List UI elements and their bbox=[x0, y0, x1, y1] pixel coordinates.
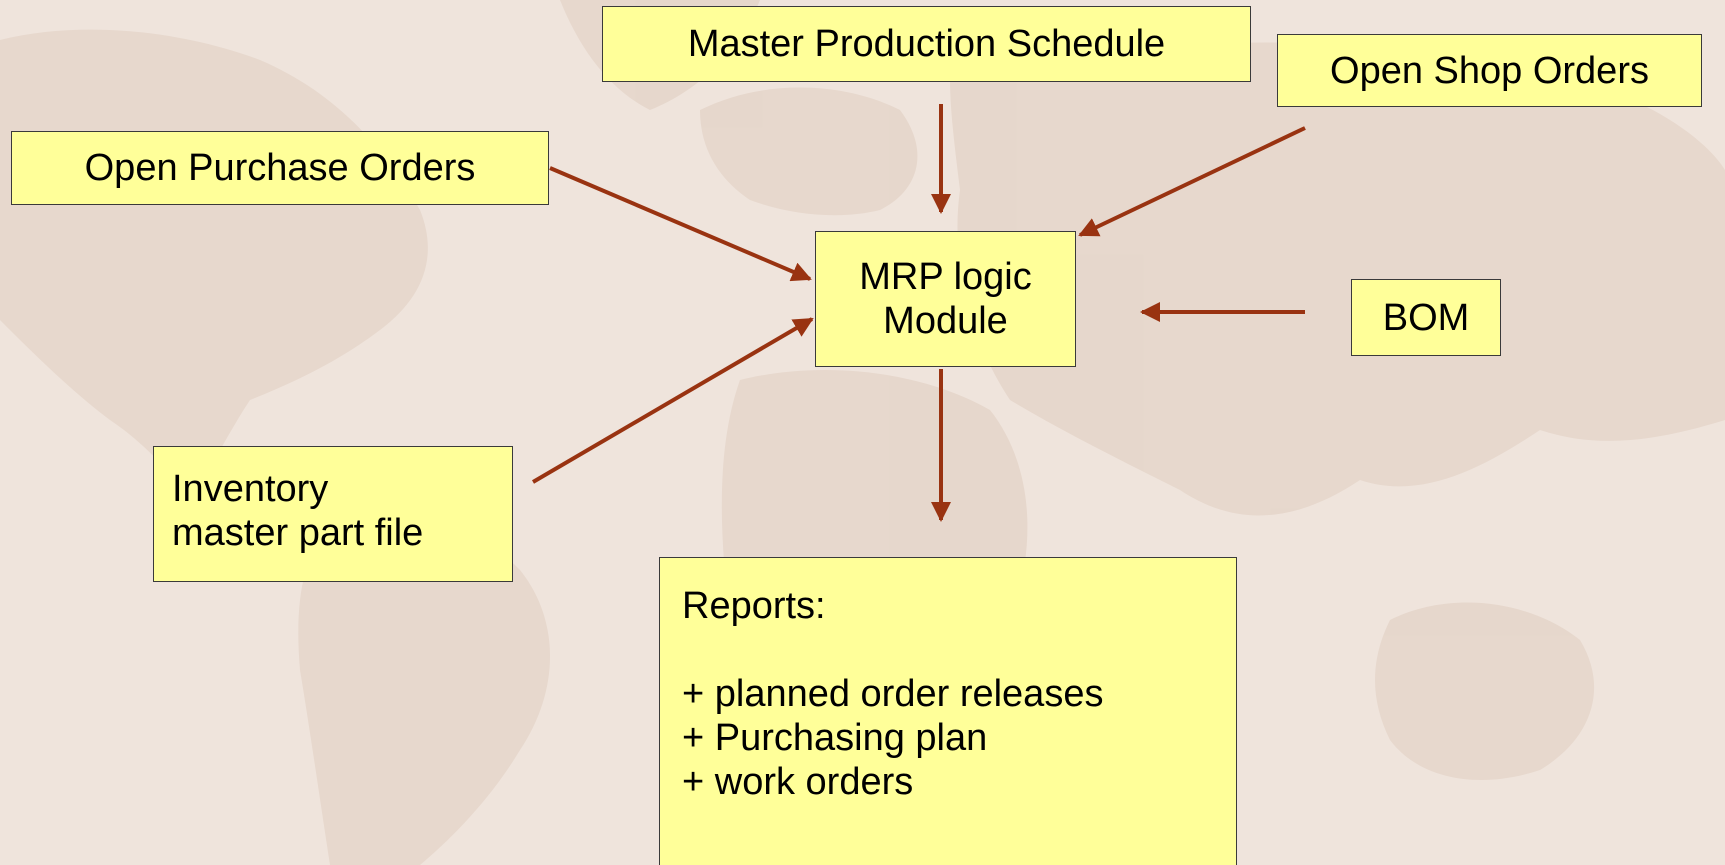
bom-label: BOM bbox=[1382, 296, 1470, 339]
open-purchase-orders-box: Open Purchase Orders bbox=[11, 131, 549, 205]
open-shop-orders-box: Open Shop Orders bbox=[1277, 34, 1702, 107]
reports-item-work-orders: + work orders bbox=[682, 761, 914, 803]
open-shop-orders-label: Open Shop Orders bbox=[1330, 49, 1649, 92]
reports-box: Reports: + planned order releases + Purc… bbox=[659, 557, 1237, 865]
map-australia bbox=[1375, 602, 1595, 780]
mrp-logic-module-box: MRP logic Module bbox=[815, 231, 1076, 367]
reports-heading: Reports: bbox=[682, 585, 826, 627]
reports-item-purchasing-plan: + Purchasing plan bbox=[682, 717, 988, 759]
inventory-label-line2: master part file bbox=[172, 512, 424, 554]
reports-item-planned-order-releases: + planned order releases bbox=[682, 673, 1104, 715]
master-production-schedule-box: Master Production Schedule bbox=[602, 6, 1251, 82]
open-purchase-orders-label: Open Purchase Orders bbox=[84, 147, 476, 189]
reports-spacer bbox=[682, 628, 1236, 672]
master-production-schedule-label: Master Production Schedule bbox=[687, 23, 1166, 65]
inventory-master-part-file-box: Inventory master part file bbox=[153, 446, 513, 582]
map-europe bbox=[700, 87, 918, 216]
map-asia bbox=[950, 42, 1725, 516]
arrow-open-shop-orders-to-mrp bbox=[1078, 126, 1306, 237]
map-south-america bbox=[298, 512, 550, 865]
inventory-label-line1: Inventory bbox=[172, 468, 329, 510]
bom-box: BOM bbox=[1351, 279, 1501, 356]
mrp-logic-label-line1: MRP logic bbox=[859, 256, 1032, 298]
arrow-open-purchase-orders-to-mrp bbox=[549, 166, 812, 282]
arrow-inventory-to-mrp bbox=[531, 317, 814, 484]
mrp-logic-label-line2: Module bbox=[883, 300, 1008, 342]
